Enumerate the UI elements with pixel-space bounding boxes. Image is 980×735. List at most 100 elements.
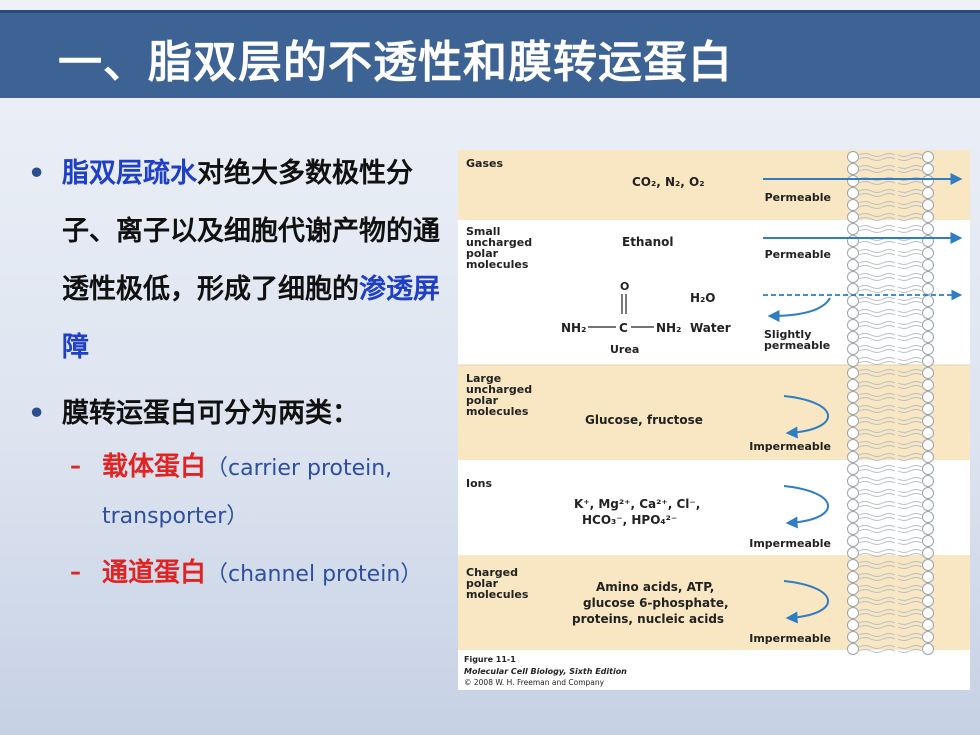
lipid-head (922, 391, 934, 403)
lipid-tail (897, 621, 923, 625)
lipid-head (922, 223, 934, 235)
row-category-label: Small (466, 225, 500, 238)
row-molecule-label: Ethanol (622, 235, 673, 249)
urea-carbon: C (619, 321, 628, 335)
lipid-tail (858, 541, 896, 545)
lipid-tail (858, 517, 896, 521)
lipid-head (922, 619, 934, 631)
lipid-tail (897, 169, 923, 173)
lipid-tail (858, 453, 896, 457)
lipid-tail (897, 253, 923, 257)
lipid-tail (858, 433, 896, 437)
row-category-label: molecules (466, 405, 529, 418)
row-category-label: Ions (466, 477, 492, 490)
lipid-tail (858, 489, 896, 493)
row-molecule-label: K⁺, Mg²⁺, Ca²⁺, Cl⁻, (574, 497, 700, 511)
lipid-tail (858, 405, 896, 409)
lipid-tail (858, 369, 896, 373)
lipid-head (922, 643, 934, 655)
sub-bullet-dash: – (70, 454, 81, 479)
lipid-tail (897, 369, 923, 373)
lipid-tail (897, 597, 923, 601)
lipid-tail (858, 421, 896, 425)
lipid-head (847, 415, 859, 427)
lipid-tail (858, 553, 896, 557)
lipid-head (922, 331, 934, 343)
lipid-tail (858, 465, 896, 469)
lipid-tail (897, 525, 923, 529)
row-result-label: Impermeable (749, 632, 831, 645)
lipid-tail (858, 493, 896, 497)
lipid-tail (897, 217, 923, 221)
lipid-tail (858, 265, 896, 269)
lipid-head (922, 151, 934, 163)
lipid-head (922, 211, 934, 223)
lipid-tail (897, 273, 923, 277)
lipid-head (922, 283, 934, 295)
lipid-tail (897, 445, 923, 449)
lipid-tail (858, 445, 896, 449)
lipid-tail (858, 373, 896, 377)
lipid-tail (858, 261, 896, 265)
channel-protein-label: 通道蛋白 (102, 558, 207, 588)
lipid-tail (897, 325, 923, 329)
lipid-tail (897, 361, 923, 365)
lipid-head (847, 295, 859, 307)
lipid-head (922, 463, 934, 475)
lipid-tail (858, 585, 896, 589)
lipid-head (922, 415, 934, 427)
lipid-tail (858, 505, 896, 509)
lipid-head (847, 391, 859, 403)
lipid-tail (858, 621, 896, 625)
lipid-head (922, 523, 934, 535)
caption-book-title: Molecular Cell Biology, Sixth Edition (464, 667, 627, 676)
lipid-tail (897, 349, 923, 353)
row-backgrounds (458, 150, 970, 650)
lipid-head (847, 487, 859, 499)
lipid-tail (858, 289, 896, 293)
caption-figure-number: Figure 11-1 (464, 655, 516, 664)
lipid-tail (858, 529, 896, 533)
lipid-tail (858, 361, 896, 365)
lipid-head (847, 211, 859, 223)
repelled-arrow (783, 580, 829, 624)
lipid-tail (858, 477, 896, 481)
lipid-tail (897, 489, 923, 493)
lipid-tail (858, 253, 896, 257)
row-molecule-label: H₂O (690, 291, 716, 305)
lipid-head (847, 439, 859, 451)
row-molecule-label: Amino acids, ATP, (596, 580, 714, 594)
lipid-tail (897, 297, 923, 301)
row-band-3 (458, 460, 970, 555)
lipid-head (847, 331, 859, 343)
lipid-head (847, 571, 859, 583)
lipid-tail (858, 193, 896, 197)
bullet-list: • 脂双层疏水对绝大多数极性分子、离子以及细胞代谢产物的通透性极低，形成了细胞的… (22, 145, 452, 599)
lipid-tail (858, 613, 896, 617)
lipid-tail (858, 469, 896, 473)
urea-oxygen: O (620, 280, 629, 293)
row-band-2 (458, 365, 970, 460)
lipid-tail (858, 441, 896, 445)
lipid-head (847, 199, 859, 211)
lipid-tail (858, 537, 896, 541)
lipid-head (847, 595, 859, 607)
urea-nh2: NH₂ (561, 321, 586, 335)
lipid-tail (897, 625, 923, 629)
lipid-head (847, 559, 859, 571)
lipid-head (847, 403, 859, 415)
lipid-tail (858, 633, 896, 637)
lipid-head (847, 583, 859, 595)
lipid-tail (897, 565, 923, 569)
lipid-head (847, 379, 859, 391)
lipid-tail (858, 273, 896, 277)
lipid-tail (858, 297, 896, 301)
lipid-head (922, 475, 934, 487)
lipid-tail (858, 409, 896, 413)
lipid-tail (897, 393, 923, 397)
lipid-head (922, 307, 934, 319)
lipid-head (922, 583, 934, 595)
lipid-head (847, 619, 859, 631)
lipid-tail (897, 205, 923, 209)
